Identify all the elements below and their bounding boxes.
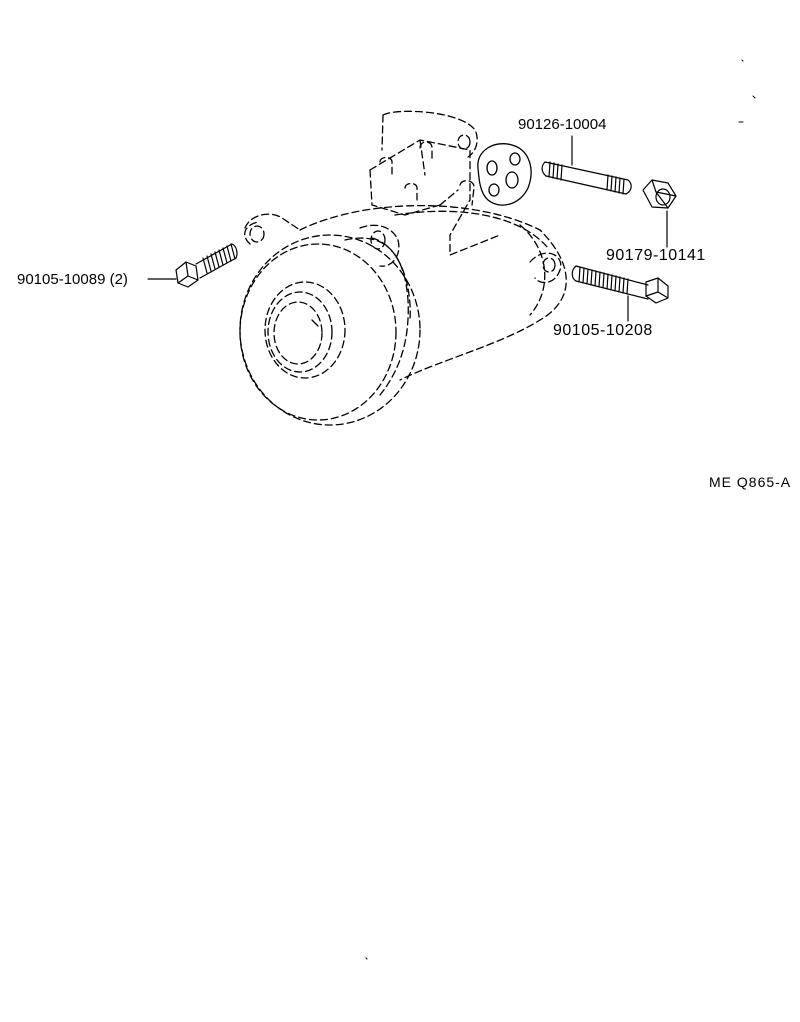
nut-graphic xyxy=(642,179,677,209)
bolt-left-graphic xyxy=(175,243,238,288)
part-number-bolt-right: 90105-10208 xyxy=(553,322,653,339)
stud-graphic xyxy=(541,161,632,195)
drawing-reference-code: ME Q865-A xyxy=(709,474,792,490)
scan-specks xyxy=(365,59,756,960)
pulley-hub-detail xyxy=(311,319,319,327)
part-number-bolt-left: 90105-10089 (2) xyxy=(17,271,128,288)
part-number-nut: 90179-10141 xyxy=(606,247,706,264)
part-number-stud: 90126-10004 xyxy=(518,116,607,133)
compressor-body xyxy=(239,110,567,426)
bolt-right-graphic xyxy=(571,265,669,304)
valve-flange-plate xyxy=(477,143,532,206)
